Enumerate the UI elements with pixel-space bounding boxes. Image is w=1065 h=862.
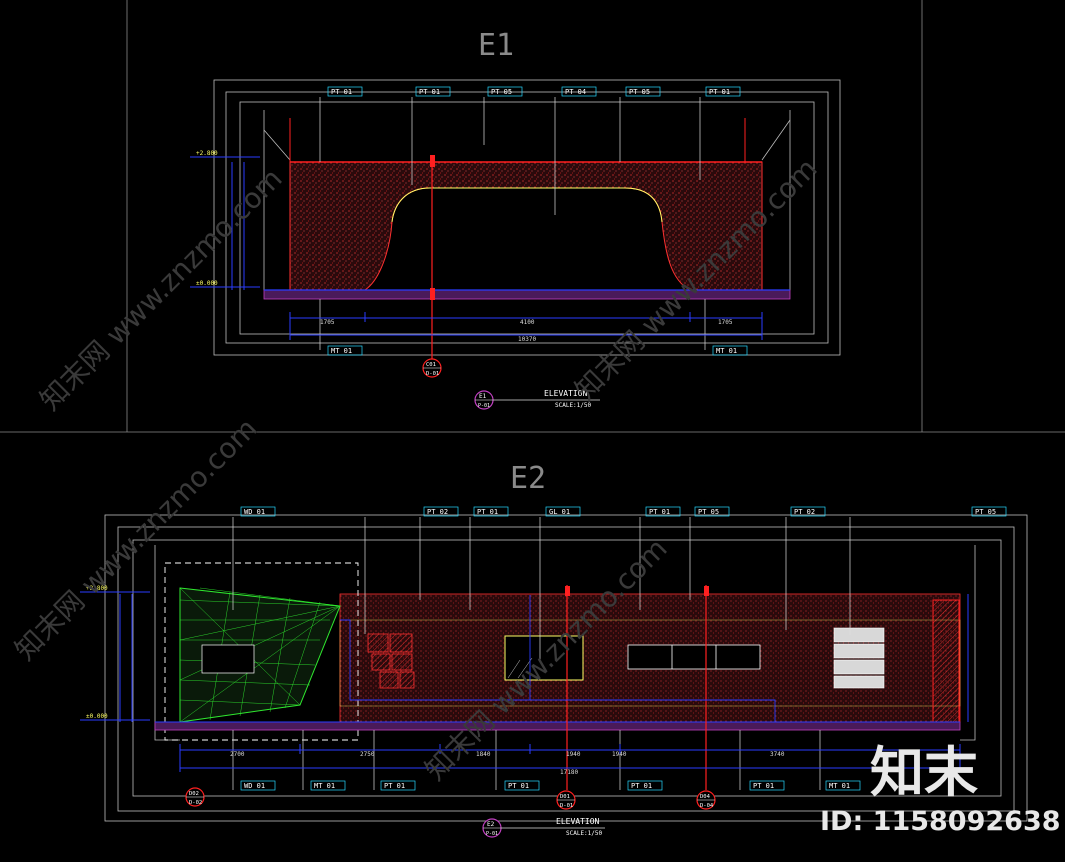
e1-bottom-tag-1: MT 01 — [331, 347, 352, 355]
svg-text:MT 01: MT 01 — [314, 782, 335, 790]
svg-text:D-04: D-04 — [700, 803, 714, 809]
e2-dim-2: 2750 — [360, 751, 375, 758]
e2-dim-total: 17180 — [560, 769, 578, 776]
e2-title: E2 — [510, 461, 546, 496]
brand-id: ID: 1158092638 — [820, 806, 1061, 837]
e2-niche-blocks — [367, 633, 415, 689]
sheet-frames — [0, 0, 1065, 433]
e2-elevation-label: ELEVATION — [556, 817, 600, 826]
e1-tag-1: PT 01 — [331, 88, 352, 96]
elevation-e2: E2 — [80, 461, 1028, 838]
e1-dim-total: 10370 — [518, 336, 536, 343]
svg-text:PT 01: PT 01 — [508, 782, 529, 790]
svg-text:D-01: D-01 — [426, 371, 439, 377]
e1-level-bottom: ±0.000 — [196, 280, 218, 287]
e2-level-top: +2.800 — [86, 585, 108, 592]
svg-text:D01: D01 — [560, 794, 570, 800]
e1-level-top: +2.800 — [196, 150, 218, 157]
e1-tag-2: PT 01 — [419, 88, 440, 96]
e2-window-strip — [627, 644, 761, 670]
e1-wall-panel — [289, 161, 763, 291]
svg-text:P-01: P-01 — [478, 403, 490, 409]
e1-section-marker: C01 D-01 — [422, 358, 442, 378]
e2-tag-6: PT 05 — [698, 508, 719, 516]
e2-tag-4: GL 01 — [549, 508, 570, 516]
e2-dimensions — [80, 591, 969, 772]
svg-text:E2: E2 — [487, 821, 495, 828]
e1-dim-3: 1705 — [718, 319, 733, 326]
svg-text:MT 01: MT 01 — [829, 782, 850, 790]
e2-tag-7: PT 02 — [794, 508, 815, 516]
svg-text:D-01: D-01 — [560, 803, 573, 809]
e2-scale: SCALE:1/50 — [566, 830, 603, 837]
e2-display-case — [504, 635, 584, 681]
e1-dim-1: 1705 — [320, 319, 335, 326]
e2-section-markers: D02 D-02 D01 D-01 D04 D-04 — [185, 787, 716, 810]
e1-material-tags: PT 01 PT 01 PT 05 PT 04 PT 05 PT 01 MT 0… — [327, 86, 748, 356]
e1-bottom-tag-2: MT 01 — [716, 347, 737, 355]
e2-stack-panel — [833, 627, 885, 689]
e2-dim-1: 2700 — [230, 751, 245, 758]
e2-tag-8: PT 05 — [975, 508, 996, 516]
e1-tag-3: PT 05 — [491, 88, 512, 96]
svg-text:D02: D02 — [189, 791, 199, 797]
e2-dim-4: 1940 — [566, 751, 581, 758]
e1-tag-5: PT 05 — [629, 88, 650, 96]
e1-tag-6: PT 01 — [709, 88, 730, 96]
e2-tag-3: PT 01 — [477, 508, 498, 516]
svg-text:D-02: D-02 — [189, 800, 202, 806]
e2-tag-5: PT 01 — [649, 508, 670, 516]
e2-level-bottom: ±0.000 — [86, 713, 108, 720]
svg-text:PT 01: PT 01 — [384, 782, 405, 790]
e2-tag-1: WD 01 — [244, 508, 265, 516]
svg-text:P-01: P-01 — [486, 831, 498, 837]
e2-dim-5: 1940 — [612, 751, 627, 758]
e1-elevation-label: ELEVATION — [544, 389, 588, 398]
e2-dim-6: 3740 — [770, 751, 785, 758]
svg-text:WD 01: WD 01 — [244, 782, 265, 790]
brand-logo: 知末 — [870, 741, 978, 804]
e2-bottom-tags: WD 01 MT 01 PT 01 PT 01 PT 01 PT 01 MT 0… — [240, 780, 861, 791]
e2-title-block: E2 P-01 ELEVATION SCALE:1/50 — [482, 817, 605, 838]
elevation-e1: E1 — [190, 28, 841, 410]
svg-text:E1: E1 — [479, 393, 487, 400]
e2-material-tags: WD 01 PT 02 PT 01 GL 01 PT 01 PT 05 PT 0… — [240, 506, 1007, 517]
svg-text:D04: D04 — [700, 794, 711, 800]
e2-faceted-panel — [164, 562, 359, 741]
e1-title-block: E1 P-01 ELEVATION SCALE:1/50 — [474, 389, 600, 410]
e1-dimensions — [190, 156, 763, 340]
e1-title: E1 — [478, 28, 514, 63]
e1-tag-4: PT 04 — [565, 88, 586, 96]
svg-text:C01: C01 — [426, 362, 436, 368]
e1-dim-2: 4100 — [520, 319, 535, 326]
svg-text:PT 01: PT 01 — [753, 782, 774, 790]
svg-text:PT 01: PT 01 — [631, 782, 652, 790]
e2-dim-3: 1840 — [476, 751, 491, 758]
e2-tag-2: PT 02 — [427, 508, 448, 516]
e1-scale: SCALE:1/50 — [555, 402, 592, 409]
